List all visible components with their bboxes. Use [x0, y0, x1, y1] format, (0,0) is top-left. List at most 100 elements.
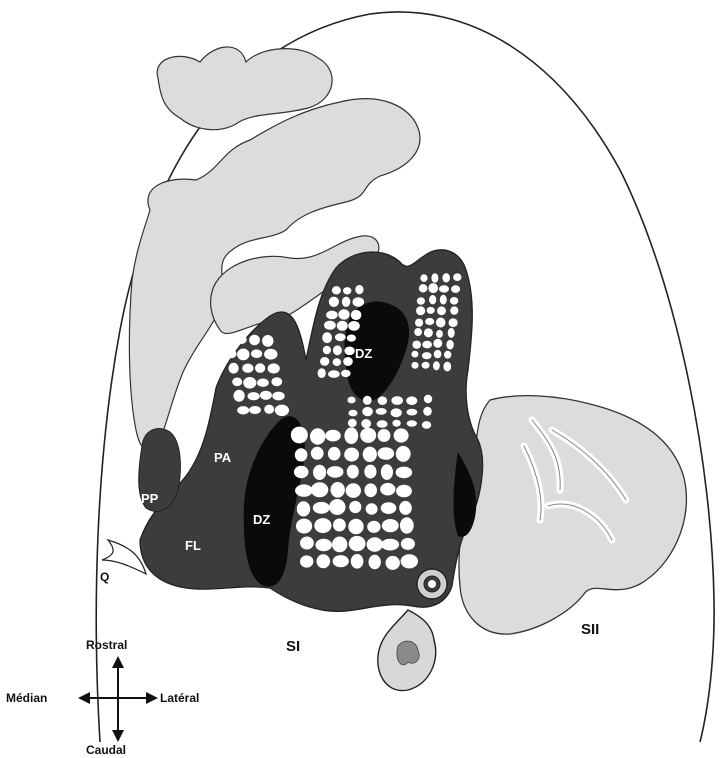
barrel — [369, 555, 381, 570]
barrel — [323, 346, 331, 355]
barrel — [378, 447, 395, 460]
barrel — [407, 420, 417, 426]
barrel — [272, 392, 284, 401]
barrel — [442, 273, 450, 282]
barrel — [347, 465, 359, 479]
barrel — [401, 554, 418, 568]
barrel — [381, 502, 397, 514]
barrel — [416, 306, 425, 315]
barrel — [434, 350, 442, 358]
barrel — [420, 274, 427, 282]
barrel — [229, 363, 239, 374]
barrel — [341, 370, 351, 377]
barrel — [348, 419, 357, 427]
barrel — [367, 537, 383, 552]
barrel — [380, 483, 395, 496]
barrel — [382, 519, 399, 532]
barrel — [363, 396, 372, 405]
barrel — [348, 321, 360, 331]
barrel — [268, 363, 280, 373]
label-q: Q — [100, 570, 109, 584]
barrel — [406, 396, 417, 405]
barrel — [378, 429, 391, 442]
barrel — [314, 518, 331, 533]
barrel — [313, 465, 326, 480]
barrel — [449, 318, 458, 327]
barrel — [422, 341, 432, 349]
barrel — [422, 421, 431, 429]
barrel — [242, 364, 253, 373]
barrel — [249, 406, 261, 414]
barrel — [364, 483, 377, 497]
barrel — [364, 465, 376, 479]
barrel — [366, 503, 378, 514]
barrel — [318, 368, 326, 378]
barrel — [424, 395, 432, 403]
barrel — [444, 351, 451, 359]
barrel — [322, 332, 332, 343]
label-caudal: Caudal — [86, 743, 126, 757]
barrel — [221, 336, 235, 344]
barrel — [337, 321, 348, 331]
barrel — [396, 485, 412, 498]
barrel — [311, 482, 328, 497]
barrel — [333, 519, 346, 532]
barrel — [448, 328, 455, 338]
barrel — [412, 341, 421, 349]
barrel — [317, 554, 331, 568]
barrel — [451, 285, 460, 293]
barrel — [264, 349, 277, 360]
barrel — [427, 307, 435, 314]
barrel — [423, 407, 432, 416]
barrel — [391, 408, 402, 417]
label-median: Médian — [6, 691, 47, 705]
barrel — [401, 538, 415, 550]
barrel — [255, 363, 265, 373]
barrel — [417, 297, 425, 305]
barrel — [394, 428, 409, 442]
barrel — [346, 483, 361, 498]
barrel — [338, 309, 349, 319]
barrel — [436, 318, 446, 328]
barrel — [344, 347, 354, 356]
barrel — [300, 555, 313, 567]
barrel — [333, 555, 349, 567]
barrel — [291, 427, 308, 444]
barrel — [443, 362, 451, 372]
barrel — [315, 539, 332, 551]
barrel — [396, 446, 411, 462]
barrel — [419, 284, 428, 292]
label-lateral: Latéral — [160, 691, 199, 705]
barrel — [296, 519, 312, 534]
barrel — [422, 362, 430, 369]
barrel — [257, 379, 269, 387]
barrel — [361, 419, 371, 428]
barrel — [351, 310, 362, 320]
bulb-structure — [378, 610, 436, 691]
barrel — [349, 410, 358, 417]
barrel — [355, 285, 363, 294]
barrel — [232, 378, 242, 387]
barrel — [311, 447, 324, 460]
barrel — [399, 501, 412, 515]
barrel — [436, 330, 443, 338]
barrel — [329, 499, 345, 515]
barrel — [295, 448, 308, 461]
barrel — [237, 349, 249, 361]
barrel — [227, 349, 237, 358]
barrel — [347, 335, 356, 342]
barrel — [363, 447, 377, 462]
barrel — [236, 335, 247, 344]
barrel — [414, 328, 422, 336]
barrel — [446, 340, 453, 350]
barrel — [294, 466, 309, 478]
barrel — [391, 396, 403, 405]
barrel — [411, 351, 418, 358]
barrel — [325, 430, 341, 442]
barrel — [262, 335, 273, 347]
q-region — [102, 540, 146, 574]
barrel — [429, 295, 436, 304]
barrel — [392, 420, 400, 427]
barrel — [324, 321, 336, 330]
